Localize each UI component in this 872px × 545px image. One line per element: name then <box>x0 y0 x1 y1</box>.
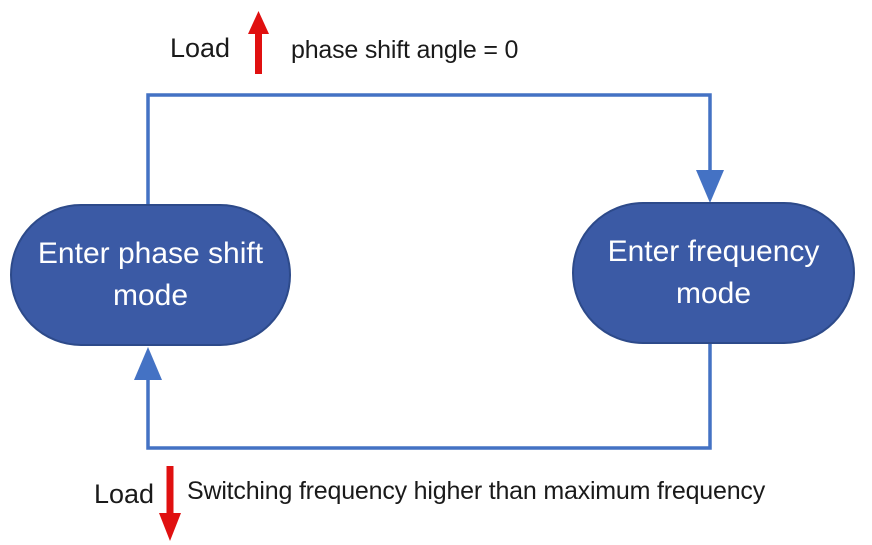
load-increase-arrow-icon <box>248 11 269 74</box>
load-up-label: Load <box>170 33 231 63</box>
transition-to-frequency-arrowhead-icon <box>696 170 724 203</box>
load-down-label: Load <box>94 479 155 509</box>
node-enter-phase-shift-mode-label: Enter phase shift mode <box>37 237 264 312</box>
load-decrease-arrow-icon <box>159 466 181 541</box>
transition-to-phase-shift-arrowhead-icon <box>134 347 162 380</box>
top-transition-condition-label: phase shift angle = 0 <box>291 36 519 64</box>
transition-to-frequency-line <box>146 93 712 204</box>
node-enter-frequency-mode-label: Enter frequency mode <box>607 235 820 310</box>
bottom-transition-condition-label: Switching frequency higher than maximum … <box>187 477 765 505</box>
node-enter-frequency-mode: Enter frequency mode <box>572 202 855 344</box>
transition-to-phase-shift-line <box>146 344 712 450</box>
node-enter-phase-shift-mode: Enter phase shift mode <box>10 204 291 346</box>
